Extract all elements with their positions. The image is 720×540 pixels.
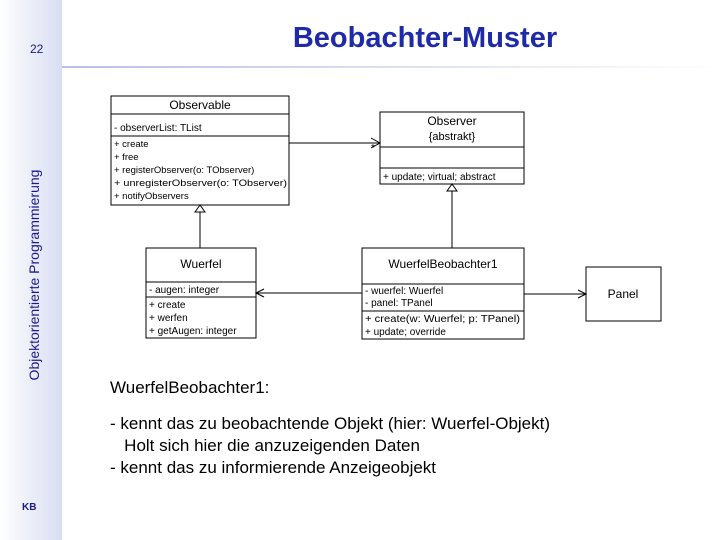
generalization-wuerfel-observable <box>194 204 206 248</box>
association-panel <box>524 289 588 299</box>
observable-attr: - observerList: TList <box>114 123 202 134</box>
observable-op: + notifyObservers <box>114 191 189 202</box>
logo: KB <box>22 502 37 513</box>
multiplicity-label: * <box>371 143 375 154</box>
caption-line: Holt sich hier die anzuzeigenden Daten <box>110 436 420 455</box>
observer-stereotype: {abstrakt} <box>429 131 476 143</box>
class-observer: Observer {abstrakt} + update; virtual; a… <box>379 111 525 185</box>
caption-line: - kennt das zu informierende Anzeigeobje… <box>110 458 437 477</box>
wuerfelbeobachter-op: + create(w: Wuerfel; p: TPanel) <box>365 314 520 325</box>
observable-op: + create <box>114 139 149 150</box>
observable-op: + unregisterObserver(o: TObserver) <box>114 178 287 189</box>
caption-heading: WuerfelBeobachter1: <box>110 378 270 397</box>
wuerfel-op: + create <box>149 300 186 311</box>
wuerfel-op: + getAugen: integer <box>149 326 237 337</box>
observer-op: + update; virtual; abstract <box>383 172 496 183</box>
title-divider <box>62 66 720 68</box>
observable-op: + free <box>114 152 139 163</box>
observable-name: Observable <box>169 98 231 112</box>
class-wuerfel: Wuerfel - augen: integer + create + werf… <box>145 247 257 339</box>
slide-title: Beobachter-Muster <box>292 22 558 54</box>
page-number: 22 <box>30 42 44 56</box>
class-wuerfelbeobachter: WuerfelBeobachter1 - wuerfel: Wuerfel - … <box>361 247 525 340</box>
wuerfelbeobachter-op: + update; override <box>365 327 446 338</box>
class-panel: Panel <box>585 266 662 322</box>
wuerfelbeobachter-attr: - panel: TPanel <box>365 298 433 309</box>
panel-name: Panel <box>608 287 639 301</box>
caption-line: - kennt das zu beobachtende Objekt (hier… <box>110 414 551 433</box>
wuerfelbeobachter-attr: - wuerfel: Wuerfel <box>365 286 443 297</box>
class-observable: Observable - observerList: TList + creat… <box>110 95 290 206</box>
wuerfelbeobachter-name: WuerfelBeobachter1 <box>388 257 498 271</box>
wuerfel-attr: - augen: integer <box>149 285 220 296</box>
generalization-beobachter-observer <box>446 183 458 248</box>
caption: WuerfelBeobachter1: - kennt das zu beoba… <box>110 377 550 479</box>
wuerfel-op: + werfen <box>149 313 188 324</box>
association-wuerfel <box>254 288 362 298</box>
wuerfel-name: Wuerfel <box>180 257 221 271</box>
observable-op: + registerObserver(o: TObserver) <box>114 165 254 176</box>
sidebar <box>0 0 62 540</box>
association-observerlist: * <box>289 137 382 154</box>
observer-name: Observer <box>427 114 476 128</box>
